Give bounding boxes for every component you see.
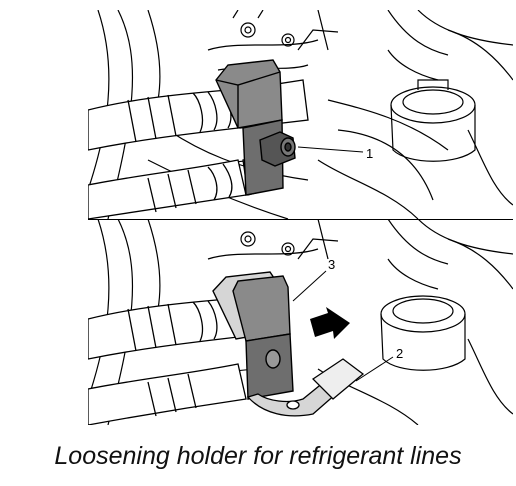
holder-bolt	[259, 131, 296, 167]
illustration-frame: 1	[88, 10, 513, 425]
pull-direction-arrow-icon	[310, 307, 350, 339]
brake-reservoir	[380, 295, 466, 371]
refrigerant-line-lower	[88, 363, 247, 425]
brake-reservoir	[390, 79, 476, 162]
refrigerant-line-upper	[88, 298, 239, 360]
callout-leader-2	[355, 356, 394, 382]
illustration-panel-bottom: 3 2	[88, 219, 513, 425]
retaining-clip	[246, 358, 365, 417]
engine-bay-drawing-bottom: 3 2	[88, 219, 513, 425]
callout-leader-3	[292, 270, 327, 302]
refrigerant-line-holder	[212, 271, 294, 400]
illustration-panel-top: 1	[88, 10, 513, 219]
callout-label-3: 3	[328, 257, 335, 272]
engine-bay-drawing-top: 1	[88, 10, 513, 219]
callout-label-2: 2	[396, 346, 403, 361]
callout-label-1: 1	[366, 146, 373, 161]
figure-caption: Loosening holder for refrigerant lines	[54, 442, 462, 470]
callout-leader-1	[297, 146, 364, 153]
